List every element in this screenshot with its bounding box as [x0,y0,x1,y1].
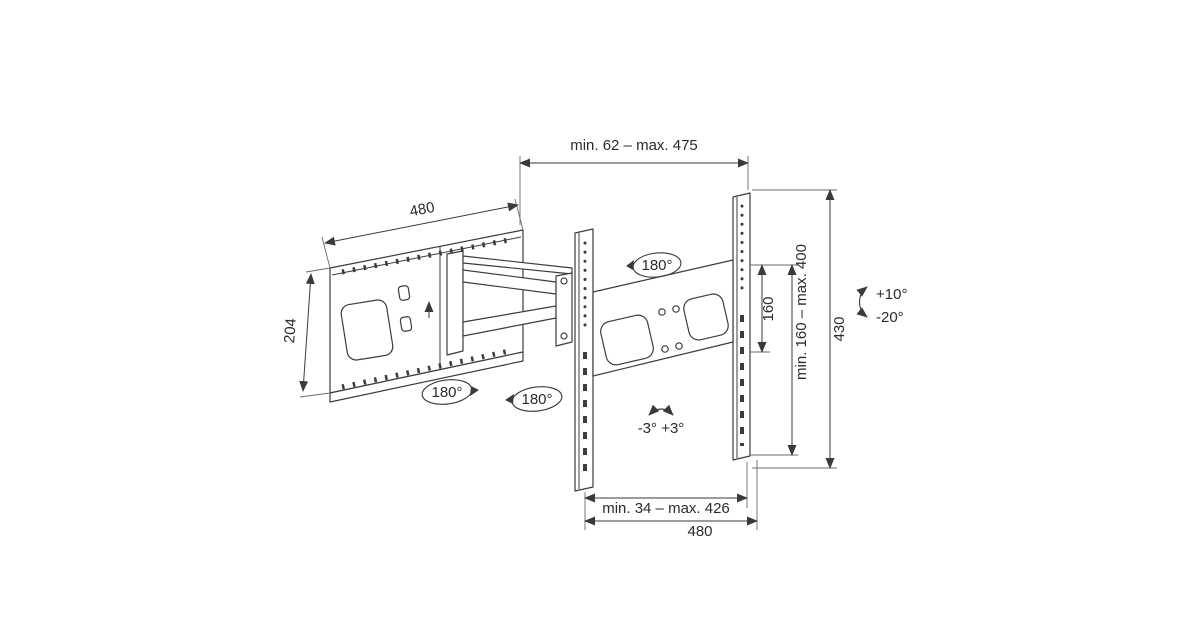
angle-level-label: -3° +3° [638,420,685,437]
cross-plate-cutout-right [683,293,729,341]
dim-vesa-vertical-range-label: min. 160 – max. 400 [793,244,810,380]
swivel-front-arrowhead-icon [626,260,634,270]
dim-vesa-vertical-label: 160 [760,296,777,321]
dim-depth-range-label: min. 62 – max. 475 [570,137,698,154]
dim-wall-plate-height-label: 204 [281,318,300,344]
angle-tilt-down-label: -20° [876,309,904,326]
tv-bracket [574,192,751,492]
level-arc-icon [648,404,674,416]
pivot-bolt-bottom [560,332,568,340]
dim-vesa-horizontal-range-label: min. 34 – max. 426 [602,500,730,517]
angle-swivel-wall-label: 180° [431,384,462,401]
dim-wall-plate-width-label: 480 [408,199,436,220]
swivel-mid-arrowhead-icon [505,394,514,404]
angle-swivel-mid-label: 180° [521,391,552,408]
wall-plate-cutout [340,299,394,361]
dim-bracket-width-label: 480 [687,523,712,540]
angle-tilt-up-label: +10° [876,286,907,303]
swivel-wall-arrowhead-icon [470,386,479,396]
pivot-bolt-top [560,277,568,285]
wall-plate [329,229,524,403]
dim-bracket-height-label: 430 [831,316,848,341]
articulating-arm [446,250,573,356]
keyhole-slot-top [397,285,411,301]
cross-plate-cutout-left [600,314,654,366]
dimension-annotations: min. 62 – max. 475 480 204 160 min. 160 … [281,137,907,540]
angle-swivel-front-label: 180° [641,257,672,274]
tilt-arc-icon [856,286,868,318]
keyhole-slot-bottom [399,316,413,332]
